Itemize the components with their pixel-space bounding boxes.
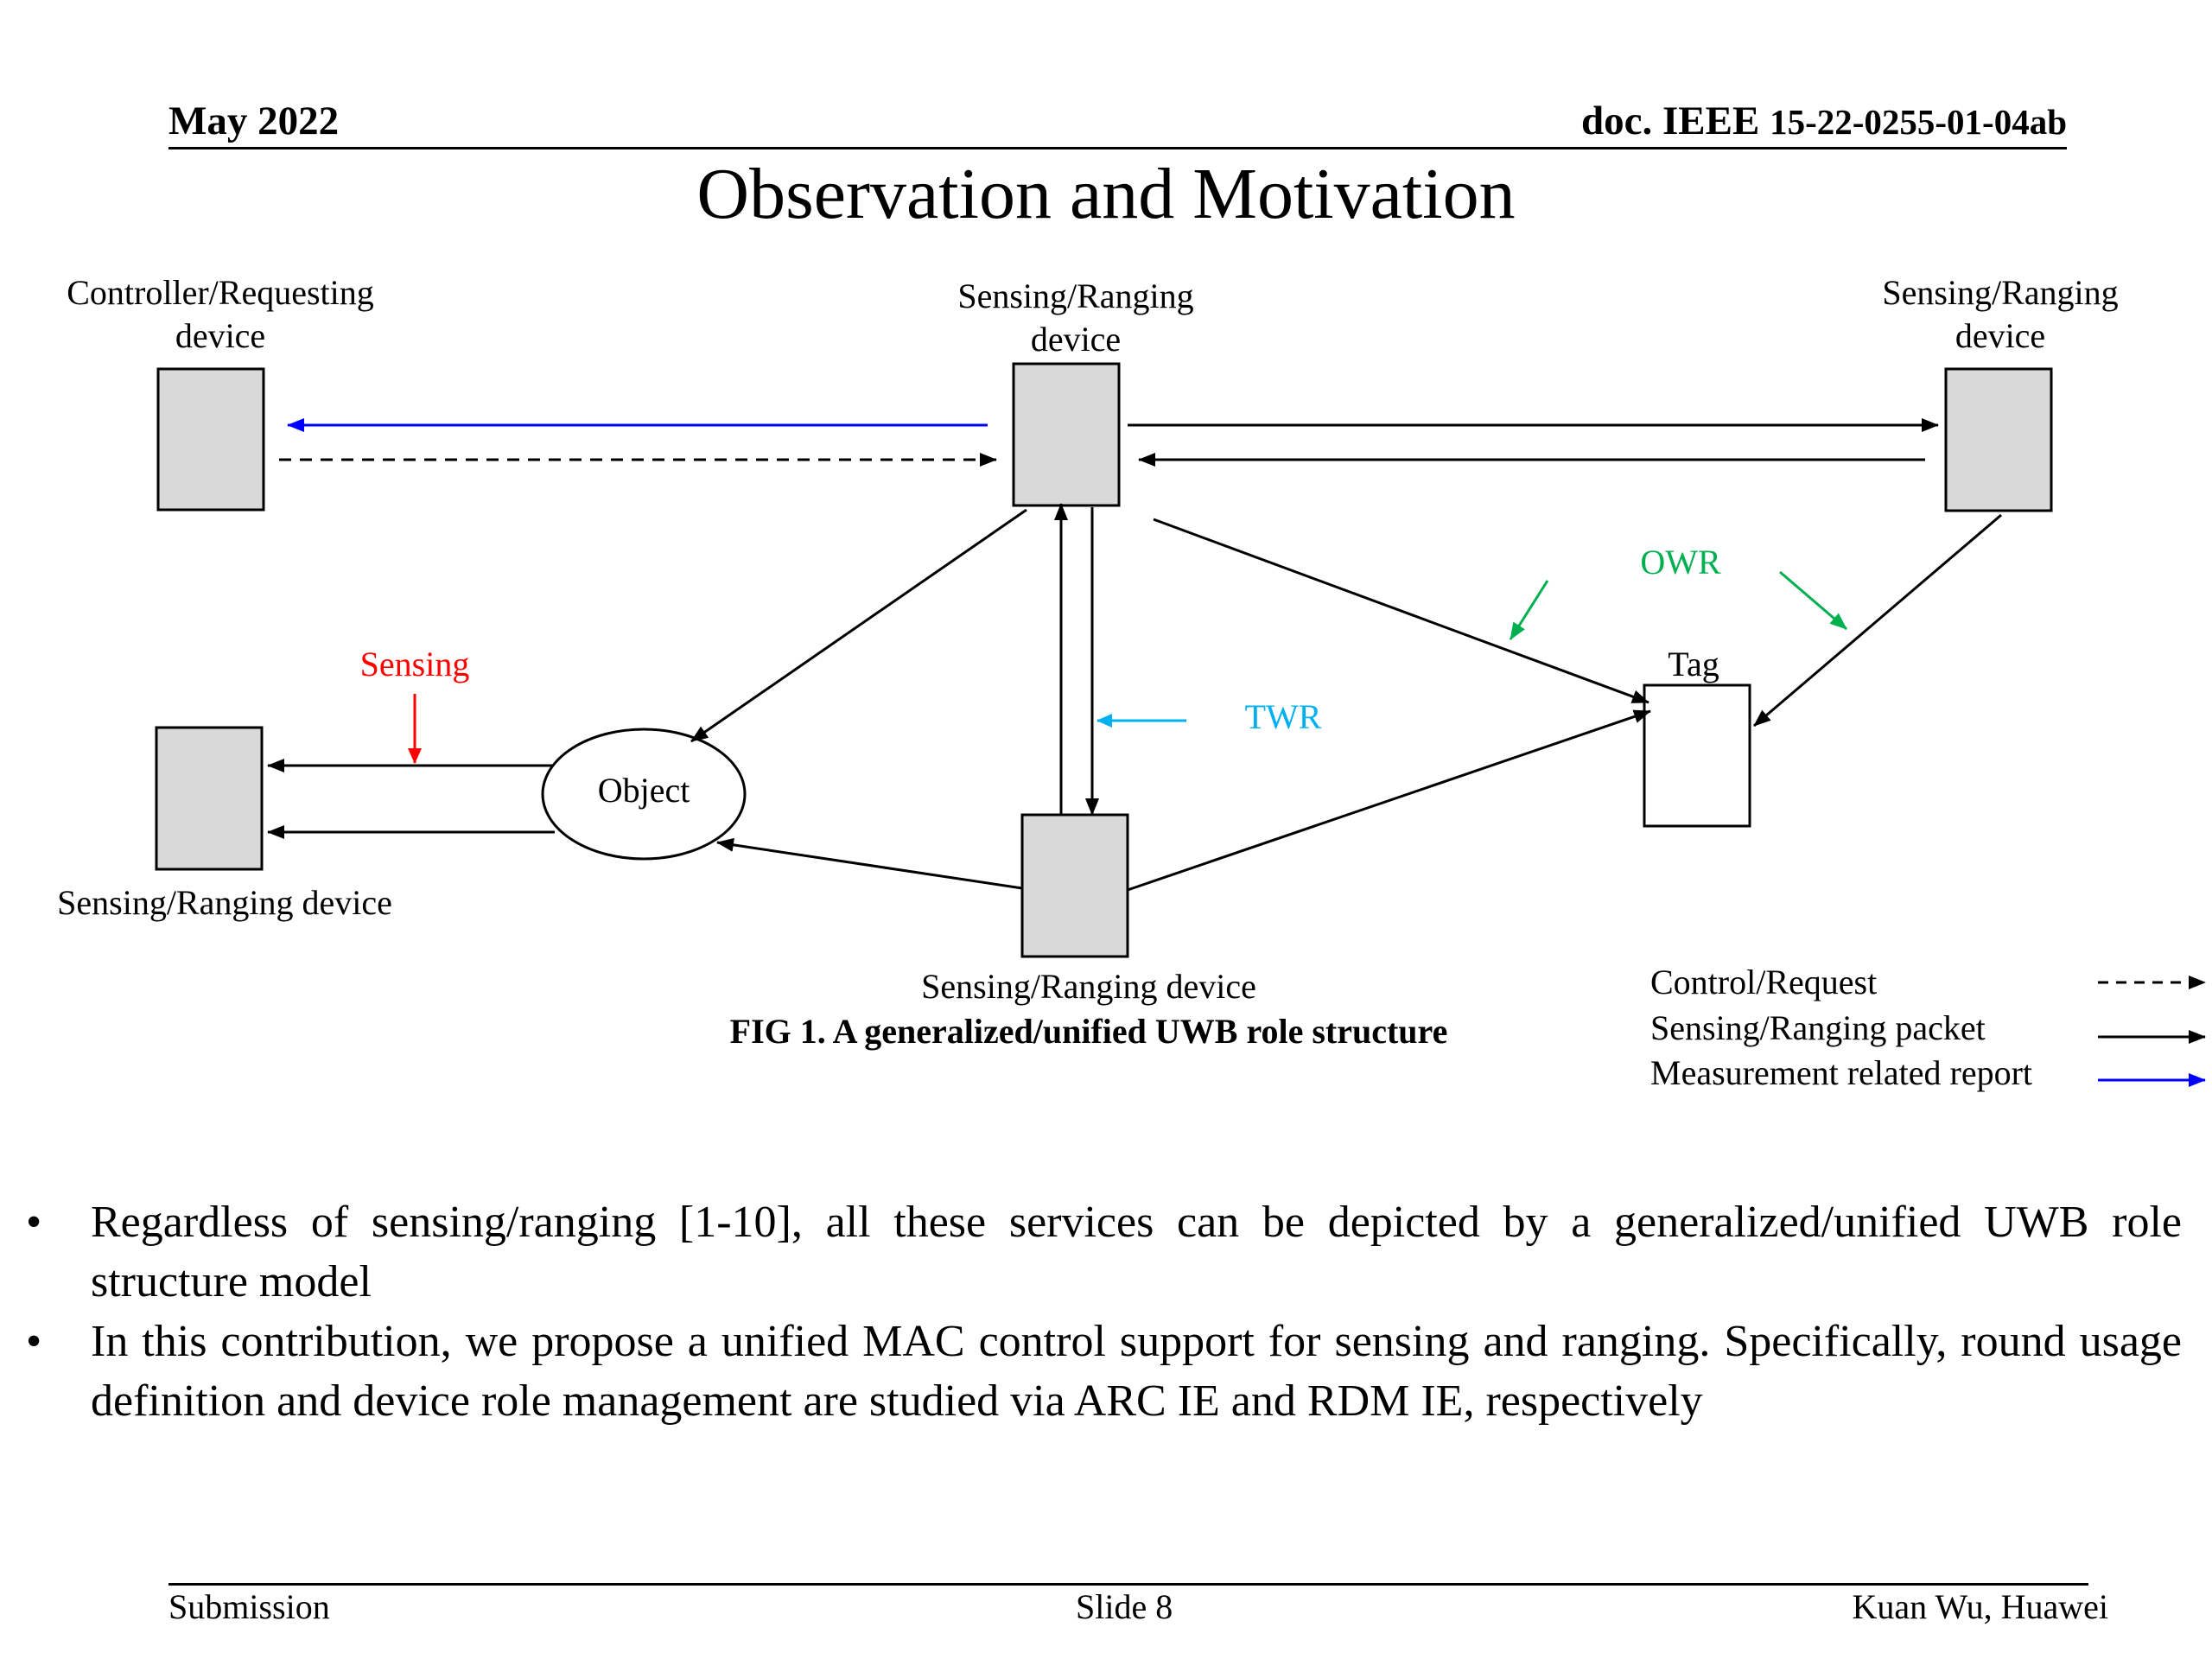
object-ellipse (541, 728, 747, 861)
header-doc-number: 15-22-0255-01-04ab (1770, 102, 2067, 142)
owr-indicator-arrow-right (1779, 570, 1847, 631)
footer-rule (168, 1583, 2088, 1586)
right-top-label-line2: device (1955, 316, 2046, 355)
center-top-device-box (1012, 362, 1121, 507)
controller-label-line1: Controller/Requesting (67, 273, 374, 312)
footer-slide-number: Slide 8 (1076, 1587, 1173, 1626)
bullet-list: • Regardless of sensing/ranging [1-10], a… (26, 1192, 2182, 1431)
ranging-arrow-center-to-object (690, 508, 1027, 743)
left-bottom-device-box (155, 726, 264, 871)
center-bottom-device-box (1020, 813, 1129, 958)
tag-label: Tag (1668, 645, 1719, 683)
slide-title: Observation and Motivation (696, 154, 1516, 234)
header-doc-prefix: doc. IEEE (1580, 99, 1770, 143)
controller-label: Controller/Requesting device (43, 271, 397, 358)
twr-label: TWR (1244, 697, 1322, 736)
bullet-item: • Regardless of sensing/ranging [1-10], a… (26, 1192, 2182, 1312)
ranging-arrow-bottom-to-object (716, 837, 1023, 890)
footer-author: Kuan Wu, Huawei (1852, 1587, 2108, 1626)
tag-box (1643, 683, 1751, 828)
center-top-label: Sensing/Ranging device (899, 275, 1253, 361)
header-rule (168, 147, 2067, 149)
legend-sensing-ranging-packet: Sensing/Ranging packet (1650, 1008, 1986, 1047)
ranging-arrow-right-to-tag (1753, 513, 2002, 728)
footer-submission: Submission (168, 1587, 330, 1626)
owr-label: OWR (1640, 543, 1721, 582)
bullet-text: In this contribution, we propose a unifi… (91, 1317, 2182, 1426)
right-top-label-line1: Sensing/Ranging (1882, 273, 2119, 312)
right-top-device-box (1944, 367, 2053, 512)
controller-device-box (156, 367, 265, 512)
legend-control-request: Control/Request (1650, 963, 1878, 1001)
header-doc-id: doc. IEEE 15-22-0255-01-04ab (1581, 97, 2067, 146)
bullet-dot: • (26, 1198, 42, 1247)
header-date: May 2022 (168, 99, 340, 143)
owr-indicator-arrow-left (1509, 580, 1549, 640)
legend-measurement-report: Measurement related report (1650, 1053, 2033, 1092)
sensing-label: Sensing (359, 645, 470, 683)
left-bottom-device-label: Sensing/Ranging device (57, 883, 392, 922)
ranging-arrow-center-to-tag (1153, 518, 1649, 704)
figure-caption: FIG 1. A generalized/unified UWB role st… (729, 1012, 1448, 1051)
center-bottom-device-label: Sensing/Ranging device (921, 967, 1256, 1006)
bullet-dot: • (26, 1317, 42, 1366)
ranging-arrow-bottom-to-tag (1127, 709, 1651, 892)
right-top-label: Sensing/Ranging device (1823, 271, 2177, 358)
center-top-label-line2: device (1030, 320, 1122, 359)
bullet-item: • In this contribution, we propose a unif… (26, 1312, 2182, 1431)
bullet-text: Regardless of sensing/ranging [1-10], al… (91, 1198, 2182, 1306)
object-label: Object (597, 771, 690, 810)
controller-label-line2: device (175, 316, 266, 355)
center-top-label-line1: Sensing/Ranging (957, 276, 1194, 315)
